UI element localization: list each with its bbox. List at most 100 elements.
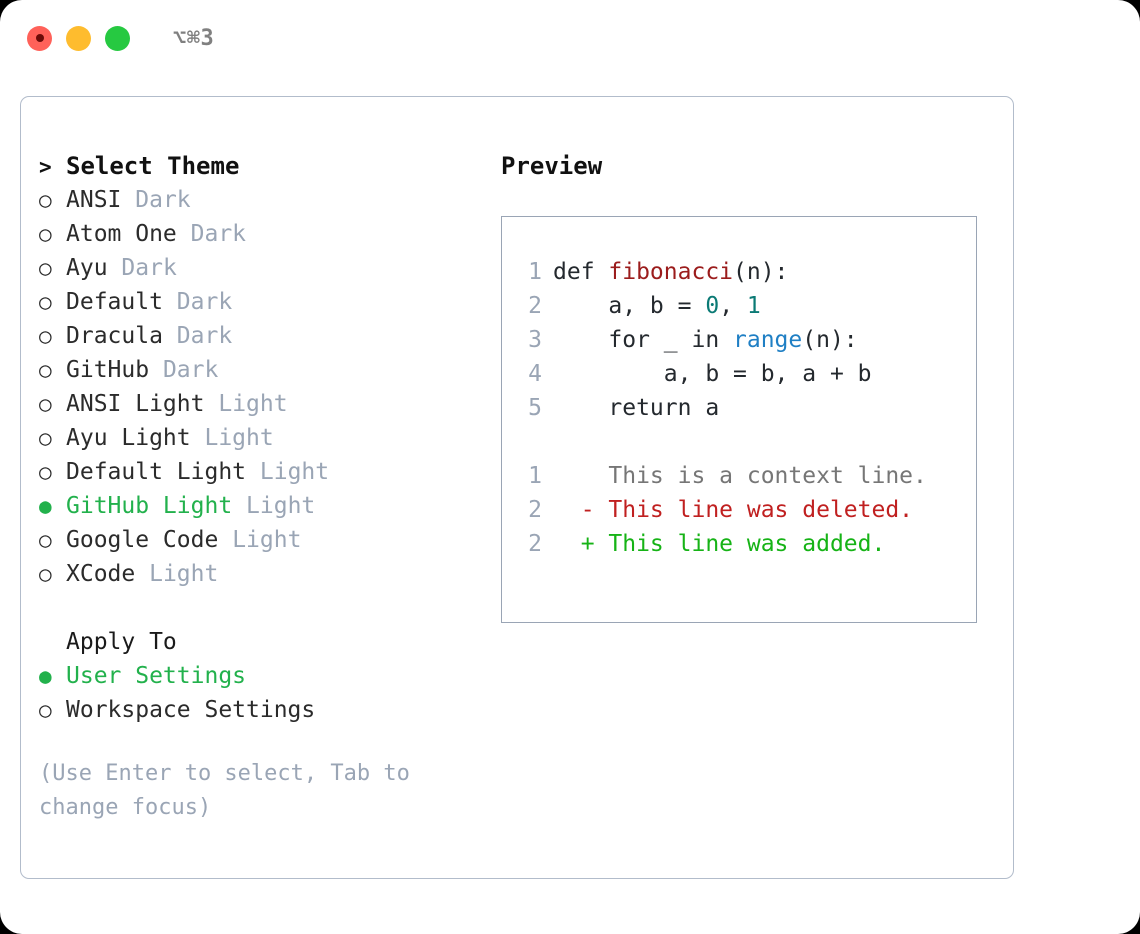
line-number: 2 (528, 293, 542, 319)
theme-list-item[interactable]: ● GitHub Light Light (39, 489, 489, 523)
radio-unselected-icon[interactable]: ○ (39, 324, 52, 348)
diff-sample: 1 This is a context line.2 - This line w… (516, 459, 976, 561)
radio-selected-icon[interactable]: ● (39, 494, 52, 518)
apply-to-list: ● User Settings ○ Workspace Settings (39, 659, 489, 727)
theme-name: ANSI Light (66, 391, 205, 417)
theme-name: GitHub (66, 357, 150, 383)
diff-text: This is a context line. (594, 463, 927, 489)
code-token-plain: a, b = (553, 293, 706, 319)
keyboard-shortcut-label: ⌥⌘3 (173, 25, 215, 51)
diff-text: This line was added. (594, 531, 886, 557)
radio-selected-icon[interactable]: ● (39, 664, 52, 688)
list-spacer (39, 591, 489, 625)
theme-name: GitHub Light (66, 493, 233, 519)
label-badge-gap (232, 489, 246, 523)
theme-name: Dracula (66, 323, 163, 349)
diff-text: This line was deleted. (594, 497, 914, 523)
radio-unselected-icon[interactable]: ○ (39, 698, 52, 722)
theme-variant-badge: Light (149, 561, 219, 587)
code-line: 4 a, b = b, a + b (516, 357, 976, 391)
theme-variant-badge: Dark (162, 357, 219, 383)
theme-variant-badge: Dark (121, 255, 177, 281)
theme-name: Ayu (66, 255, 108, 281)
code-token-plain: (n): (733, 259, 789, 285)
diff-line: 2 + This line was added. (516, 527, 976, 561)
code-token-func: fibonacci (608, 259, 734, 285)
code-token-plain: , (719, 293, 747, 319)
apply-to-heading-indent: ○ (39, 625, 66, 659)
preview-heading: Preview (501, 152, 603, 180)
label-badge-gap (135, 557, 149, 591)
theme-list-item[interactable]: ○Default Light Light (39, 455, 489, 489)
code-text: for _ in range(n): (553, 323, 858, 357)
keyboard-hint: (Use Enter to select, Tab to change focu… (39, 761, 410, 820)
theme-list-item[interactable]: ○Default Dark (39, 285, 489, 319)
radio-unselected-icon[interactable]: ○ (39, 392, 52, 416)
main-panel: > Select Theme ○ANSI Dark○Atom One Dark○… (20, 96, 1014, 879)
code-token-num: 0 (705, 293, 720, 319)
theme-name: Google Code (66, 527, 219, 553)
theme-selector-column: > Select Theme ○ANSI Dark○Atom One Dark○… (39, 149, 489, 825)
radio-unselected-icon[interactable]: ○ (39, 562, 52, 586)
theme-variant-badge: Light (259, 459, 330, 485)
theme-name: XCode (66, 561, 136, 587)
radio-unselected-icon[interactable]: ○ (39, 528, 52, 552)
diff-line: 2 - This line was deleted. (516, 493, 976, 527)
theme-list-item[interactable]: ○ XCode Light (39, 557, 489, 591)
theme-list-item[interactable]: ○ Atom One Dark (39, 217, 489, 251)
line-number: 1 (528, 259, 542, 285)
apply-to-label: User Settings (66, 663, 247, 689)
apply-to-option[interactable]: ● User Settings (39, 659, 489, 693)
label-badge-gap (149, 353, 163, 387)
select-theme-heading: > Select Theme (39, 149, 489, 183)
close-light-icon[interactable] (27, 25, 52, 51)
theme-name: Default (66, 289, 163, 315)
line-number: 2 (528, 531, 542, 557)
theme-list-item[interactable]: ○Google Code Light (39, 523, 489, 557)
radio-unselected-icon[interactable]: ○ (39, 358, 52, 382)
apply-to-heading: ○ Apply To (39, 625, 489, 659)
line-number: 2 (528, 497, 542, 523)
theme-list-item[interactable]: ○ Ayu Dark (39, 251, 489, 285)
theme-list: ○ANSI Dark○Atom One Dark○Ayu Dark○Defaul… (39, 183, 489, 591)
radio-unselected-icon[interactable]: ○ (39, 188, 52, 212)
theme-list-item[interactable]: ○ANSI Dark (39, 183, 489, 217)
code-token-plain: return a (553, 395, 720, 421)
code-text: a, b = 0, 1 (553, 289, 761, 323)
code-line: 2 a, b = 0, 1 (516, 289, 976, 323)
theme-variant-badge: Dark (190, 221, 247, 247)
window-controls (27, 25, 130, 51)
prompt-caret-icon: > (39, 155, 52, 179)
theme-list-item[interactable]: ○Dracula Dark (39, 319, 489, 353)
code-text: return a (553, 391, 719, 425)
code-line: 1 def fibonacci(n): (516, 255, 976, 289)
code-token-builtin: range (733, 327, 803, 353)
theme-variant-badge: Light (246, 493, 316, 519)
apply-to-option[interactable]: ○ Workspace Settings (39, 693, 489, 727)
minimize-light-icon[interactable] (66, 25, 91, 51)
label-badge-gap (108, 251, 122, 285)
line-number: 4 (528, 361, 542, 387)
radio-unselected-icon[interactable]: ○ (39, 222, 52, 246)
code-text: def fibonacci(n): (553, 255, 788, 289)
title-bar: ⌥⌘3 (0, 0, 1140, 76)
theme-name: Atom One (66, 221, 177, 247)
radio-unselected-icon[interactable]: ○ (39, 426, 52, 450)
label-badge-gap (218, 523, 232, 557)
radio-unselected-icon[interactable]: ○ (39, 460, 52, 484)
theme-list-item[interactable]: ○ GitHub Dark (39, 353, 489, 387)
theme-list-item[interactable]: ○Ayu Light Light (39, 421, 489, 455)
apply-to-label: Workspace Settings (66, 697, 316, 723)
code-token-num: 1 (746, 293, 761, 319)
theme-list-item[interactable]: ○ANSI Light Light (39, 387, 489, 421)
label-badge-gap (246, 455, 260, 489)
radio-unselected-icon[interactable]: ○ (39, 290, 52, 314)
line-number: 3 (528, 327, 542, 353)
radio-unselected-icon[interactable]: ○ (39, 256, 52, 280)
code-token-plain: (n): (802, 327, 858, 353)
label-badge-gap (163, 319, 177, 353)
theme-variant-badge: Light (204, 425, 274, 451)
maximize-light-icon[interactable] (105, 25, 130, 51)
